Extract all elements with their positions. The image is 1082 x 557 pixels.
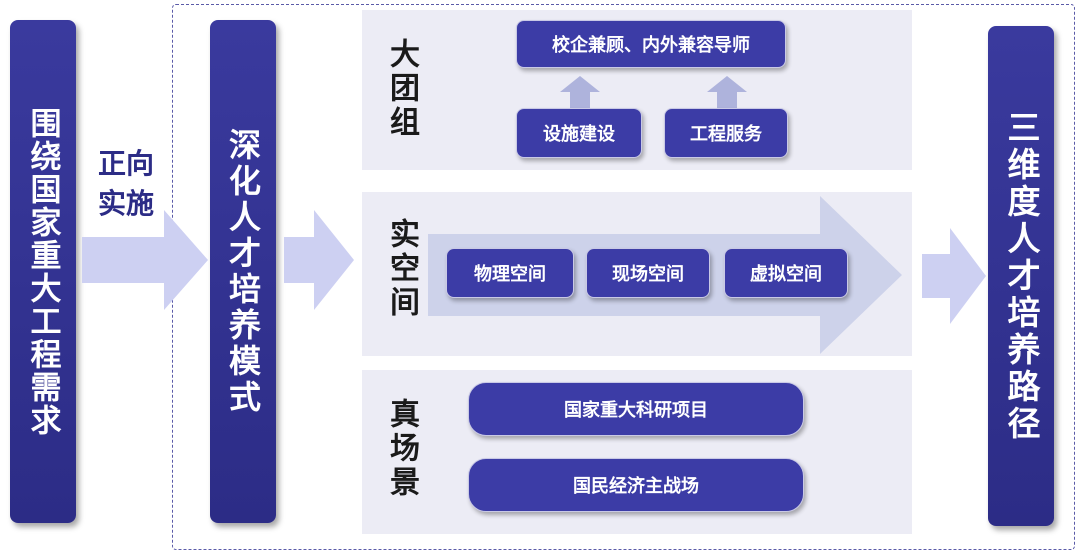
team-label: 大团组 xyxy=(384,38,419,140)
economy-battlefield-box: 国民经济主战场 xyxy=(468,458,804,512)
middle-pillar: 深化人才培养模式 xyxy=(210,20,276,523)
space-label: 实空间 xyxy=(384,218,419,320)
connector-label: 正向 实施 xyxy=(86,144,166,224)
arrow-up-2 xyxy=(707,76,747,108)
connector-label-line1: 正向 xyxy=(97,147,154,180)
scene-label: 真场景 xyxy=(384,398,419,500)
arrow-right-3 xyxy=(922,228,986,324)
connector-label-line2: 实施 xyxy=(97,187,154,220)
research-project-box: 国家重大科研项目 xyxy=(468,382,804,436)
mentor-box: 校企兼顾、内外兼容导师 xyxy=(516,20,786,68)
physical-space-box: 物理空间 xyxy=(446,248,574,298)
arrow-right-1 xyxy=(82,210,208,310)
left-pillar-text: 围绕国家重大工程需求 xyxy=(24,106,61,437)
engineering-box: 工程服务 xyxy=(664,108,788,158)
arrow-right-2 xyxy=(284,210,354,310)
right-pillar-text: 三维度人才培养路径 xyxy=(1002,109,1041,443)
right-pillar: 三维度人才培养路径 xyxy=(988,26,1054,526)
field-space-box: 现场空间 xyxy=(586,248,710,298)
arrow-up-1 xyxy=(560,76,600,108)
facility-box: 设施建设 xyxy=(516,108,642,158)
middle-pillar-text: 深化人才培养模式 xyxy=(224,127,262,416)
virtual-space-box: 虚拟空间 xyxy=(724,248,848,298)
left-pillar: 围绕国家重大工程需求 xyxy=(10,20,76,523)
